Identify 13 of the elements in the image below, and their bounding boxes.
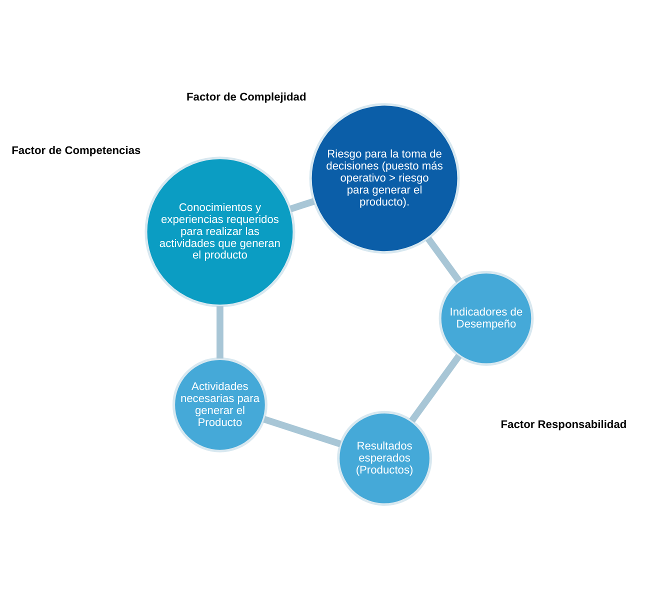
node-label: Factor de Competencias bbox=[12, 144, 141, 157]
node-circle: Indicadores de Desempeño bbox=[438, 270, 534, 366]
connector bbox=[216, 306, 224, 359]
connector bbox=[426, 236, 462, 283]
node-label: Factor de Complejidad bbox=[186, 91, 306, 104]
connector bbox=[289, 198, 315, 212]
connector bbox=[263, 416, 342, 448]
node-circle: Resultados esperados (Productos) bbox=[337, 410, 432, 506]
connector bbox=[409, 354, 462, 423]
node-circle: Riesgo para la toma de decisiones (puesto más operativo > riesgo para generar el producto). bbox=[309, 103, 460, 254]
node-circle: Conocimientos y experiencias requeridos para realizar las actividades que generan el producto bbox=[144, 156, 296, 308]
label: Factor Responsabilidad bbox=[500, 419, 627, 432]
node-circle: Actividades necesarias para generar el Producto bbox=[172, 357, 268, 452]
